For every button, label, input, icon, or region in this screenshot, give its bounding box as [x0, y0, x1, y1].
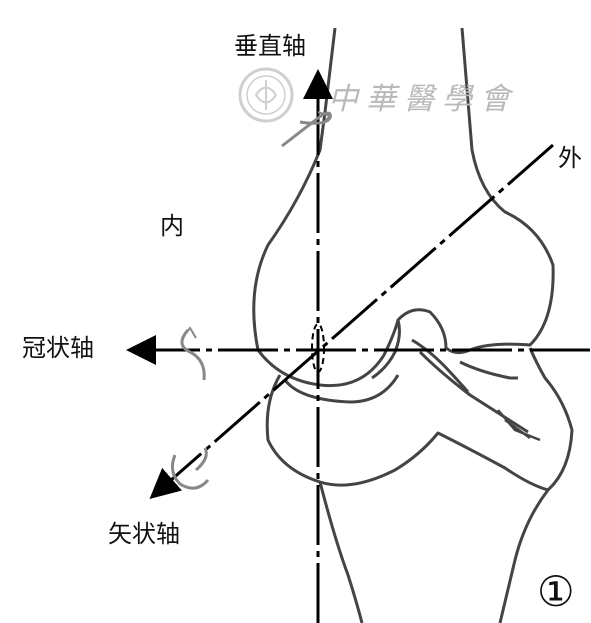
- coronal-axis-label: 冠状轴: [22, 334, 94, 362]
- sagittal-axis-label: 矢状轴: [108, 520, 180, 548]
- rotation-arrow-icon: [170, 454, 210, 490]
- ligament-line-2: [418, 350, 529, 434]
- watermark-text: 中華醫學會: [328, 82, 518, 117]
- ligament-fork: [497, 409, 541, 442]
- ligament-line-3: [459, 360, 518, 380]
- rotation-arrow-icon: [281, 111, 332, 148]
- rotation-arrow-icon: [181, 326, 197, 339]
- medial-label: 内: [160, 212, 184, 240]
- tibia-shaft-left: [318, 481, 364, 623]
- vertical-axis-label: 垂直轴: [234, 32, 306, 60]
- femur-outline-medial: [252, 27, 555, 388]
- rotation-arrow-icon: [180, 329, 206, 381]
- lateral-label: 外: [558, 144, 582, 172]
- tibia-shaft-right: [498, 489, 550, 623]
- tibia-inner-line: [283, 374, 400, 404]
- tibia-plateau-outline: [265, 347, 574, 492]
- femur-notch-line: [371, 319, 401, 380]
- seal-icon: [238, 67, 294, 123]
- rotation-arrow-icon: [317, 111, 332, 125]
- rotation-arrow-icon: [195, 447, 208, 472]
- figure-number: ①: [537, 567, 575, 616]
- sagittal-axis-line: [149, 143, 554, 499]
- ligament-line-1: [411, 338, 470, 393]
